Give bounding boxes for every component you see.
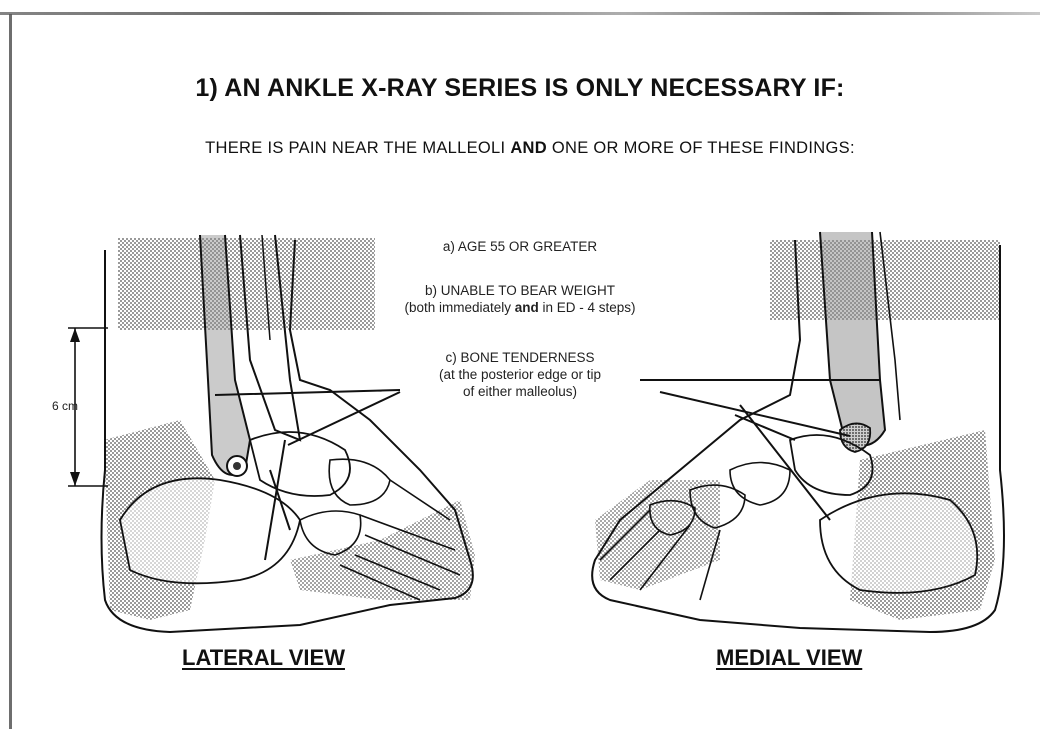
medial-navicular: [730, 463, 790, 506]
scale-label: 6 cm: [52, 399, 78, 413]
finding-bone-tenderness: c) BONE TENDERNESS (at the posterior edg…: [330, 349, 710, 400]
finding-bone-tenderness-detail-2: of either malleolus): [330, 383, 710, 400]
page-title: 1) AN ANKLE X-RAY SERIES IS ONLY NECESSA…: [0, 74, 1040, 103]
lateral-talus: [250, 432, 350, 496]
criteria-intro-part2: ONE OR MORE OF THESE FINDINGS:: [547, 139, 855, 157]
lateral-navicular: [329, 459, 390, 505]
medial-view-label: MEDIAL VIEW: [716, 645, 862, 671]
finding-age-text: a) AGE 55 OR GREATER: [443, 239, 597, 254]
medial-pointer-lines: [735, 405, 830, 520]
finding-weight-bearing: b) UNABLE TO BEAR WEIGHT (both immediate…: [330, 282, 710, 316]
lateral-calcaneus: [120, 478, 300, 583]
finding-weight-bearing-and: and: [515, 300, 539, 315]
lateral-malleolus-dot: [233, 462, 241, 470]
finding-weight-bearing-post: in ED - 4 steps): [539, 300, 636, 315]
finding-bone-tenderness-title: c) BONE TENDERNESS: [330, 349, 710, 366]
finding-age: a) AGE 55 OR GREATER: [330, 238, 710, 255]
medial-calcaneus: [820, 493, 977, 593]
finding-weight-bearing-pre: (both immediately: [404, 300, 514, 315]
lateral-view-label: LATERAL VIEW: [182, 645, 345, 671]
finding-weight-bearing-title: b) UNABLE TO BEAR WEIGHT: [330, 282, 710, 299]
criteria-intro-part1: THERE IS PAIN NEAR THE MALLEOLI: [205, 139, 510, 157]
finding-bone-tenderness-detail-1: (at the posterior edge or tip: [330, 366, 710, 383]
finding-weight-bearing-detail: (both immediately and in ED - 4 steps): [330, 299, 710, 316]
lateral-forefoot-shade: [290, 500, 475, 600]
criteria-intro-and: AND: [510, 139, 547, 157]
medial-forefoot-shade: [595, 480, 720, 590]
medial-malleolus-tip: [840, 423, 870, 452]
criteria-intro: THERE IS PAIN NEAR THE MALLEOLI AND ONE …: [140, 137, 920, 159]
